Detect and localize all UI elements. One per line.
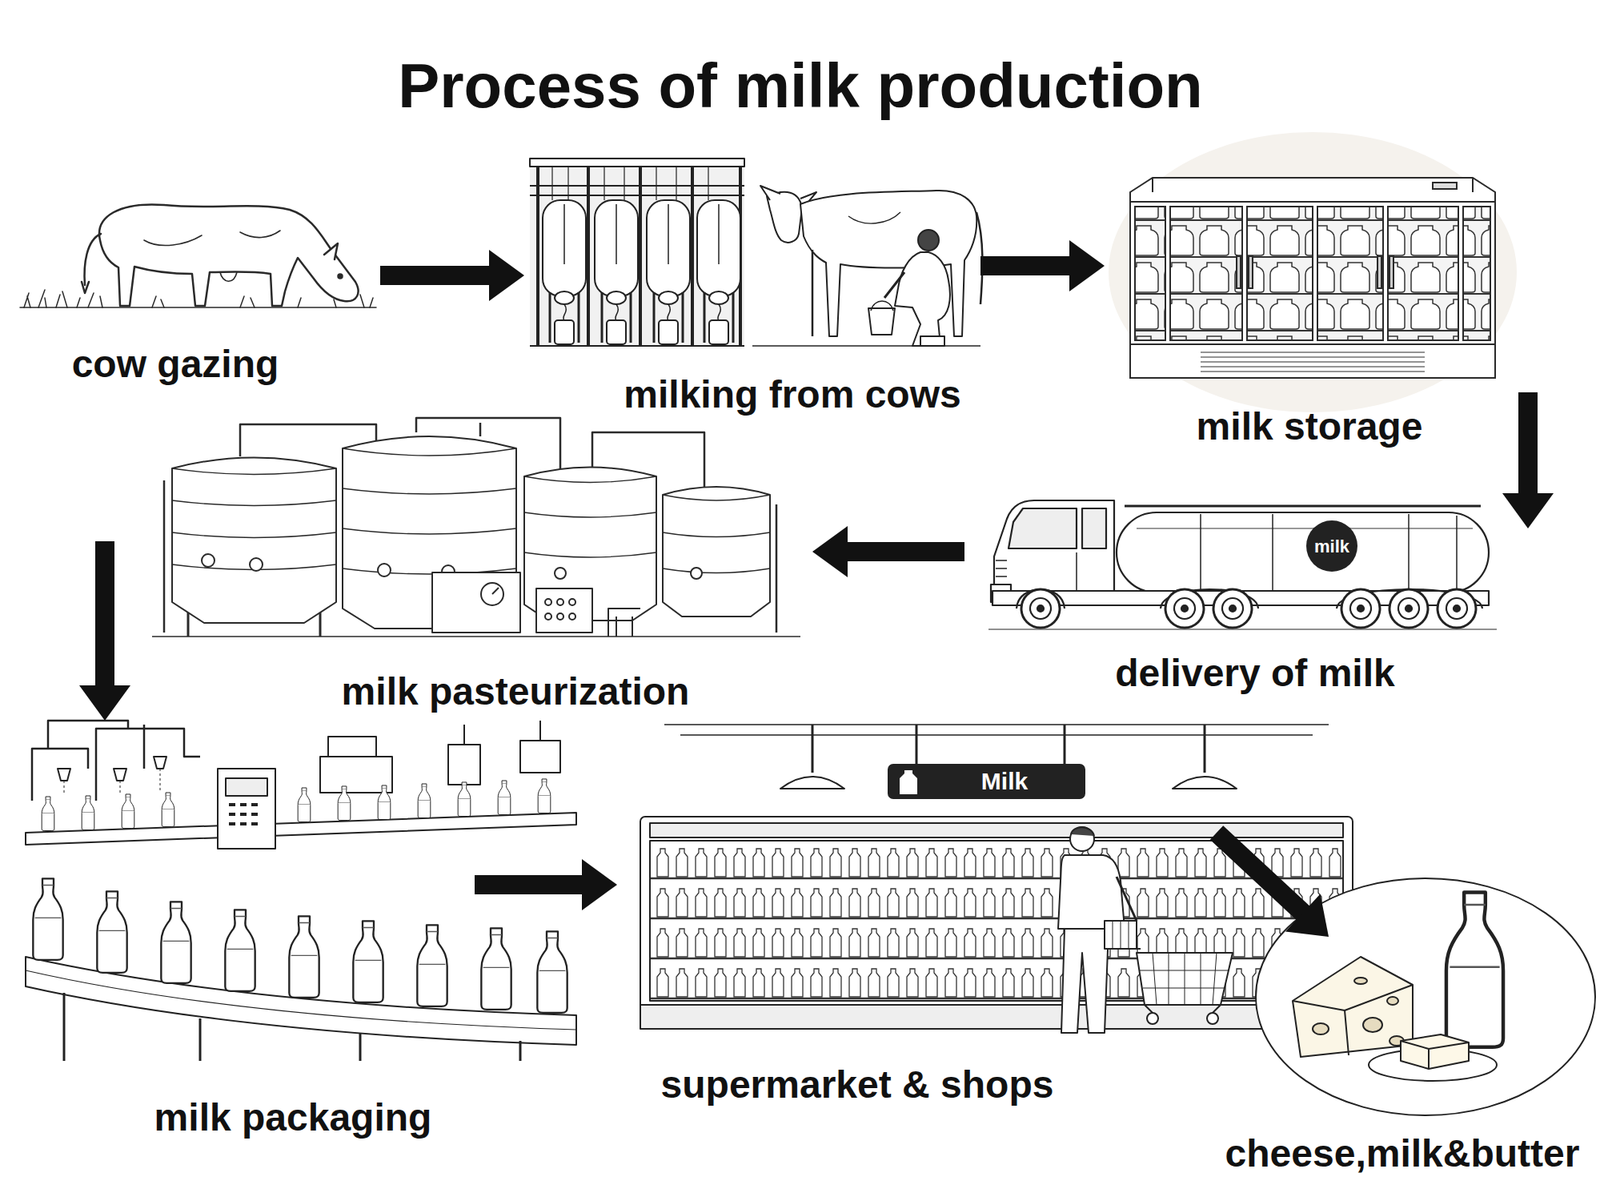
flow-arrow xyxy=(380,249,525,301)
tank-logo-text: milk xyxy=(1314,536,1350,557)
storage-drawing xyxy=(1108,132,1517,413)
arrow-shaft xyxy=(95,541,115,687)
arrow-head xyxy=(1502,493,1554,529)
stage-panel: delivery of milk xyxy=(964,528,1549,705)
flow-arrow xyxy=(812,525,965,578)
stage-panel: cow gazing xyxy=(16,188,381,393)
tanks-drawing xyxy=(152,417,801,637)
arrow-head xyxy=(812,525,848,578)
stage-label: milking from cows xyxy=(623,372,961,417)
stage-panel: milk packaging xyxy=(24,720,475,1145)
cow-drawing xyxy=(20,204,377,308)
stage-label: supermarket & shops xyxy=(661,1062,1055,1107)
flow-arrow xyxy=(474,858,618,911)
dairy-drawing xyxy=(1255,878,1596,1115)
milking-drawing xyxy=(529,156,983,349)
stage-label: cheese,milk&butter xyxy=(1225,1130,1580,1175)
diagram-title: Process of milk production xyxy=(397,50,1204,123)
arrow-head xyxy=(79,685,131,721)
stage-panel: cheese,milk&butter xyxy=(1218,936,1596,1181)
arrow-shaft xyxy=(1518,392,1538,495)
aisle-sign-text: Milk xyxy=(981,767,1028,796)
stage-panel: milking from cows xyxy=(524,148,981,421)
flow-arrow xyxy=(79,541,131,721)
flow-arrow xyxy=(1216,832,1329,937)
stage-panel: milk pasteurization xyxy=(104,424,813,718)
arrow-shaft xyxy=(846,541,965,562)
stage-panel: supermarket & shops xyxy=(617,720,1217,1113)
stage-label: milk storage xyxy=(1196,404,1424,449)
arrow-head xyxy=(1069,240,1105,292)
stage-label: milk pasteurization xyxy=(341,669,690,714)
arrow-head xyxy=(1285,894,1329,937)
arrow-shaft xyxy=(980,256,1071,276)
arrow-shaft xyxy=(474,874,584,895)
stage-panel: milk storage xyxy=(1104,160,1528,453)
arrow-shaft xyxy=(1216,832,1304,914)
truck-drawing xyxy=(988,500,1497,630)
stage-label: milk packaging xyxy=(154,1094,433,1139)
arrow-head xyxy=(489,249,525,301)
stage-label: cow gazing xyxy=(72,341,280,386)
flow-arrow xyxy=(1502,392,1554,529)
arrow-head xyxy=(581,858,618,911)
arrow-shaft xyxy=(380,265,491,285)
flow-arrow xyxy=(980,240,1105,292)
supermarket-drawing xyxy=(640,724,1353,1033)
stage-label: delivery of milk xyxy=(1114,650,1395,695)
